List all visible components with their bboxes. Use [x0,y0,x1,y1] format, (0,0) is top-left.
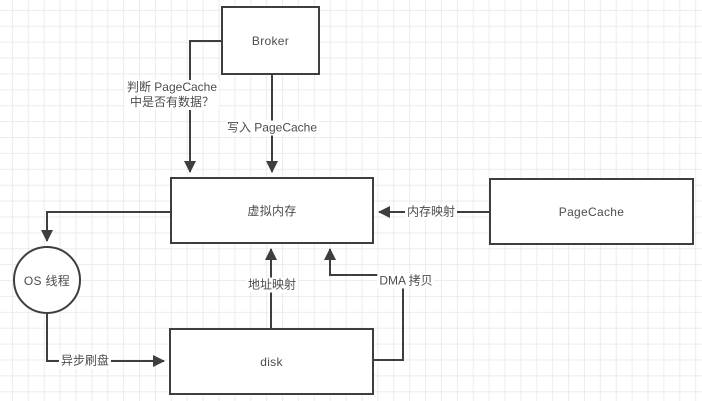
edge-label-memory-mapping[interactable]: 内存映射 [404,204,458,220]
node-broker[interactable]: Broker [221,6,320,75]
edge-label-dma-copy[interactable]: DMA 拷贝 [377,273,435,289]
edge-label-check-pagecache-line2: 中是否有数据？ [129,95,214,109]
edge-label-address-mapping[interactable]: 地址映射 [245,277,299,293]
edge-async-flush[interactable] [46,314,165,367]
node-pagecache[interactable]: PageCache [489,178,694,245]
node-disk[interactable]: disk [169,328,374,395]
edge-label-check-pagecache[interactable]: 判断 PageCache 中是否有数据？ [124,80,220,110]
edge-to-os-thread[interactable] [41,211,170,242]
edge-label-check-pagecache-line1: 判断 PageCache [126,80,218,94]
edge-check-pagecache[interactable] [184,40,221,173]
node-os-thread-label: OS 线程 [23,273,71,288]
node-os-thread[interactable]: OS 线程 [13,246,81,314]
edge-label-async-flush[interactable]: 异步刷盘 [58,353,112,369]
edge-label-write-pagecache[interactable]: 写入 PageCache [224,120,320,136]
node-broker-label: Broker [251,33,290,48]
node-pagecache-label: PageCache [558,204,625,219]
node-virtual-memory[interactable]: 虚拟内存 [170,177,374,244]
node-virtual-memory-label: 虚拟内存 [247,204,297,218]
node-disk-label: disk [260,354,283,369]
